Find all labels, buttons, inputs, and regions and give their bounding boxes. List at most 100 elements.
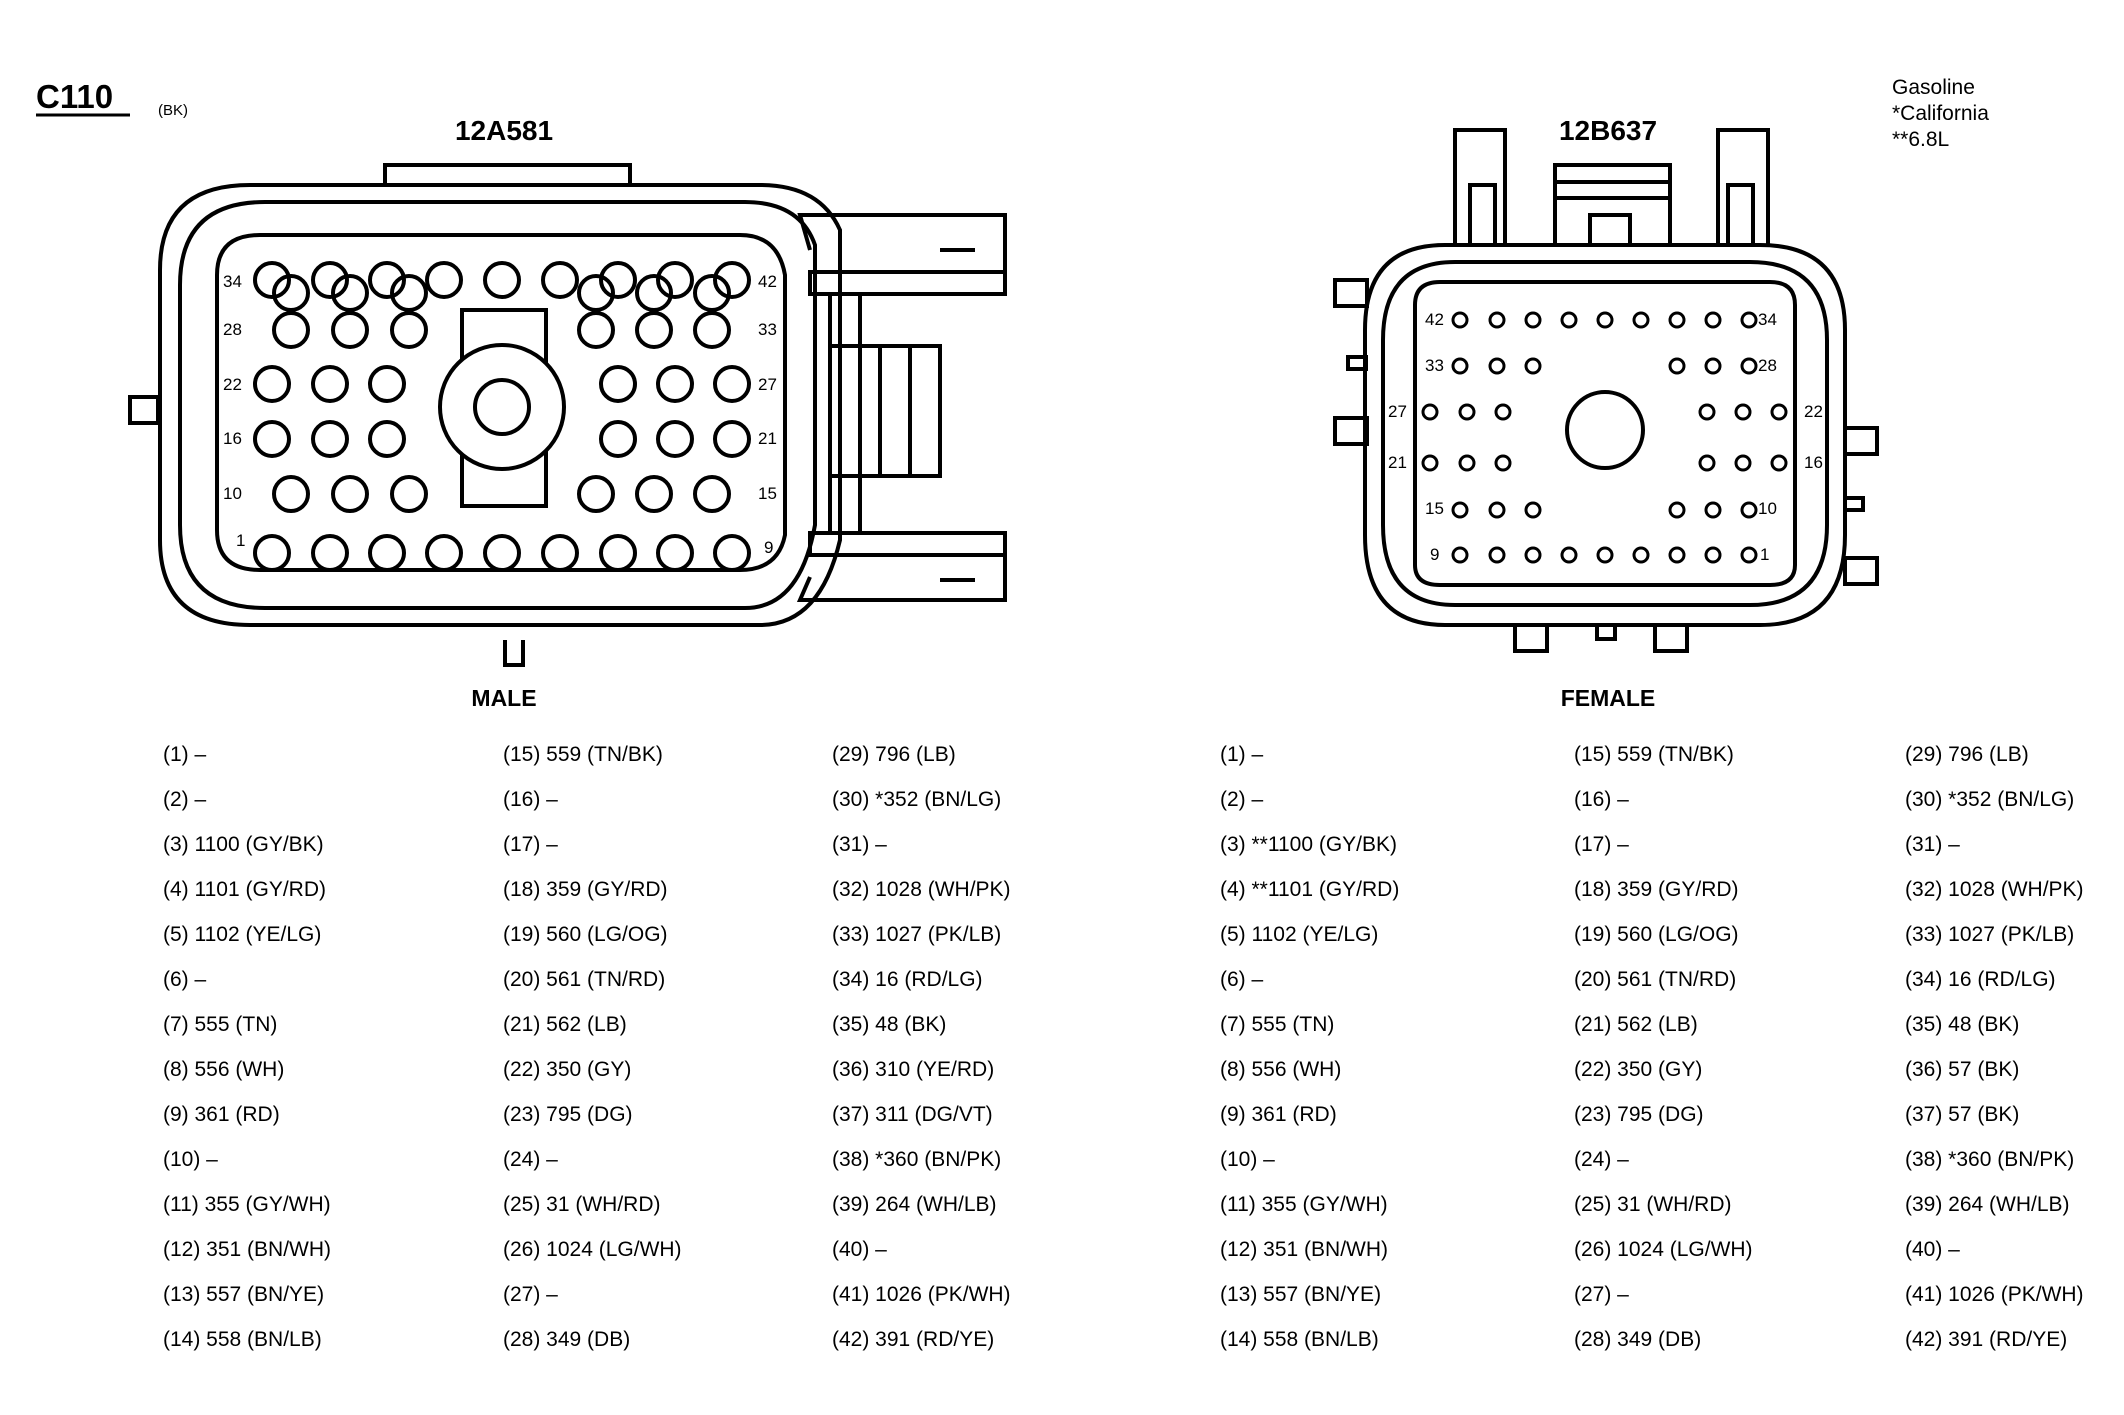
male-pin-label: 10 [223, 484, 242, 503]
female-socket [1421, 403, 1439, 421]
male-pin-row: (10) – [163, 1148, 218, 1171]
female-socket [1488, 546, 1506, 564]
connector-id: C110 [36, 78, 113, 115]
female-latch-right [1716, 128, 1770, 245]
male-pin-label: 16 [223, 429, 242, 448]
female-socket [1596, 311, 1614, 329]
male-pin [368, 365, 406, 403]
male-pin-row: (7) 555 (TN) [163, 1013, 278, 1036]
male-pin [656, 365, 694, 403]
female-bottom-tab [1513, 623, 1549, 653]
male-pin-row: (40) – [832, 1238, 887, 1261]
male-pin [599, 261, 637, 299]
male-pin-row: (4) 1101 (GY/RD) [163, 878, 326, 901]
male-pin-row: (24) – [503, 1148, 558, 1171]
male-pin [599, 365, 637, 403]
female-pin-grid [1421, 311, 1788, 564]
male-pin-label: 27 [758, 375, 777, 394]
female-pin-label: 22 [1804, 402, 1823, 421]
male-pin-label: 33 [758, 320, 777, 339]
female-pin-column: (15) 559 (TN/BK)(16) –(17) –(18) 359 (GY… [1574, 732, 1753, 1362]
female-pin-row: (24) – [1574, 1148, 1629, 1171]
male-pin-label: 1 [236, 531, 245, 550]
female-pin-row: (12) 351 (BN/WH) [1220, 1238, 1389, 1261]
male-pin [599, 534, 637, 572]
male-top-tab [383, 163, 632, 187]
female-socket [1704, 546, 1722, 564]
male-pin-label: 42 [758, 272, 777, 291]
male-pin-row: (33) 1027 (PK/LB) [832, 923, 1002, 946]
female-pin-labels: 42 34 33 28 27 22 21 16 15 10 9 1 [1388, 310, 1823, 564]
female-pin-label: 34 [1758, 310, 1777, 329]
male-pin [425, 534, 463, 572]
female-pin-row: (39) 264 (WH/LB) [1905, 1193, 2070, 1216]
male-pin [713, 365, 751, 403]
male-pin [541, 534, 579, 572]
male-pin-row: (25) 31 (WH/RD) [503, 1193, 661, 1216]
male-pin-row: (2) – [163, 788, 207, 811]
male-pin [272, 475, 310, 513]
male-pin-row: (13) 557 (BN/YE) [163, 1283, 325, 1306]
female-socket [1488, 357, 1506, 375]
female-socket [1704, 501, 1722, 519]
female-pin-row: (3) **1100 (GY/BK) [1220, 833, 1398, 856]
male-pin-row: (3) 1100 (GY/BK) [163, 833, 324, 856]
female-socket [1740, 311, 1758, 329]
female-socket [1524, 311, 1542, 329]
male-pin [713, 261, 751, 299]
female-pin-row: (15) 559 (TN/BK) [1574, 743, 1734, 766]
male-pin-row: (38) *360 (BN/PK) [832, 1148, 1002, 1171]
female-pin-row: (9) 361 (RD) [1220, 1103, 1337, 1126]
female-socket [1698, 454, 1716, 472]
female-pin-row: (40) – [1905, 1238, 1960, 1261]
female-pin-row: (27) – [1574, 1283, 1629, 1306]
male-pin [483, 261, 521, 299]
female-pin-label: 33 [1425, 356, 1444, 375]
male-pin [390, 311, 428, 349]
female-pin-row: (35) 48 (BK) [1905, 1013, 2020, 1036]
male-pin-row: (1) – [163, 743, 207, 766]
male-pin [577, 475, 615, 513]
female-pin-label: 42 [1425, 310, 1444, 329]
male-pin-label: 15 [758, 484, 777, 503]
male-pin [483, 534, 521, 572]
female-socket [1632, 546, 1650, 564]
male-pin [311, 365, 349, 403]
female-socket [1451, 546, 1469, 564]
female-pin-label: 1 [1760, 545, 1769, 564]
male-pin [311, 420, 349, 458]
female-pin-row: (25) 31 (WH/RD) [1574, 1193, 1732, 1216]
male-pin-row: (42) 391 (RD/YE) [832, 1328, 995, 1351]
female-pin-column: (29) 796 (LB)(30) *352 (BN/LG)(31) –(32)… [1905, 732, 2084, 1362]
male-pin-labels: 34 42 28 33 22 27 16 21 10 15 1 9 [223, 272, 777, 557]
female-pin-row: (10) – [1220, 1148, 1275, 1171]
male-center-post [438, 343, 566, 471]
female-pin-face [1413, 280, 1797, 587]
female-housing-inner [1381, 260, 1829, 607]
female-pin-row: (42) 391 (RD/YE) [1905, 1328, 2068, 1351]
female-latch-left [1453, 128, 1507, 245]
male-pin [656, 261, 694, 299]
male-pin-label: 22 [223, 375, 242, 394]
female-label: FEMALE [1561, 685, 1656, 711]
male-pin [368, 261, 406, 299]
note-california: *California [1892, 102, 1989, 125]
male-pin-grid [253, 261, 751, 572]
female-pin-row: (29) 796 (LB) [1905, 743, 2029, 766]
female-pin-row: (5) 1102 (YE/LG) [1220, 923, 1379, 946]
male-pin [311, 534, 349, 572]
male-pin [713, 420, 751, 458]
male-pin [390, 274, 428, 312]
male-pin-label: 28 [223, 320, 242, 339]
female-pin-row: (13) 557 (BN/YE) [1220, 1283, 1382, 1306]
male-pin [656, 420, 694, 458]
male-pin-label: 21 [758, 429, 777, 448]
female-socket [1458, 454, 1476, 472]
female-pin-row: (11) 355 (GY/WH) [1220, 1193, 1388, 1216]
female-pin-label: 16 [1804, 453, 1823, 472]
female-socket [1704, 357, 1722, 375]
male-pin-row: (32) 1028 (WH/PK) [832, 878, 1011, 901]
male-pin-row: (12) 351 (BN/WH) [163, 1238, 332, 1261]
male-pin-row: (17) – [503, 833, 558, 856]
